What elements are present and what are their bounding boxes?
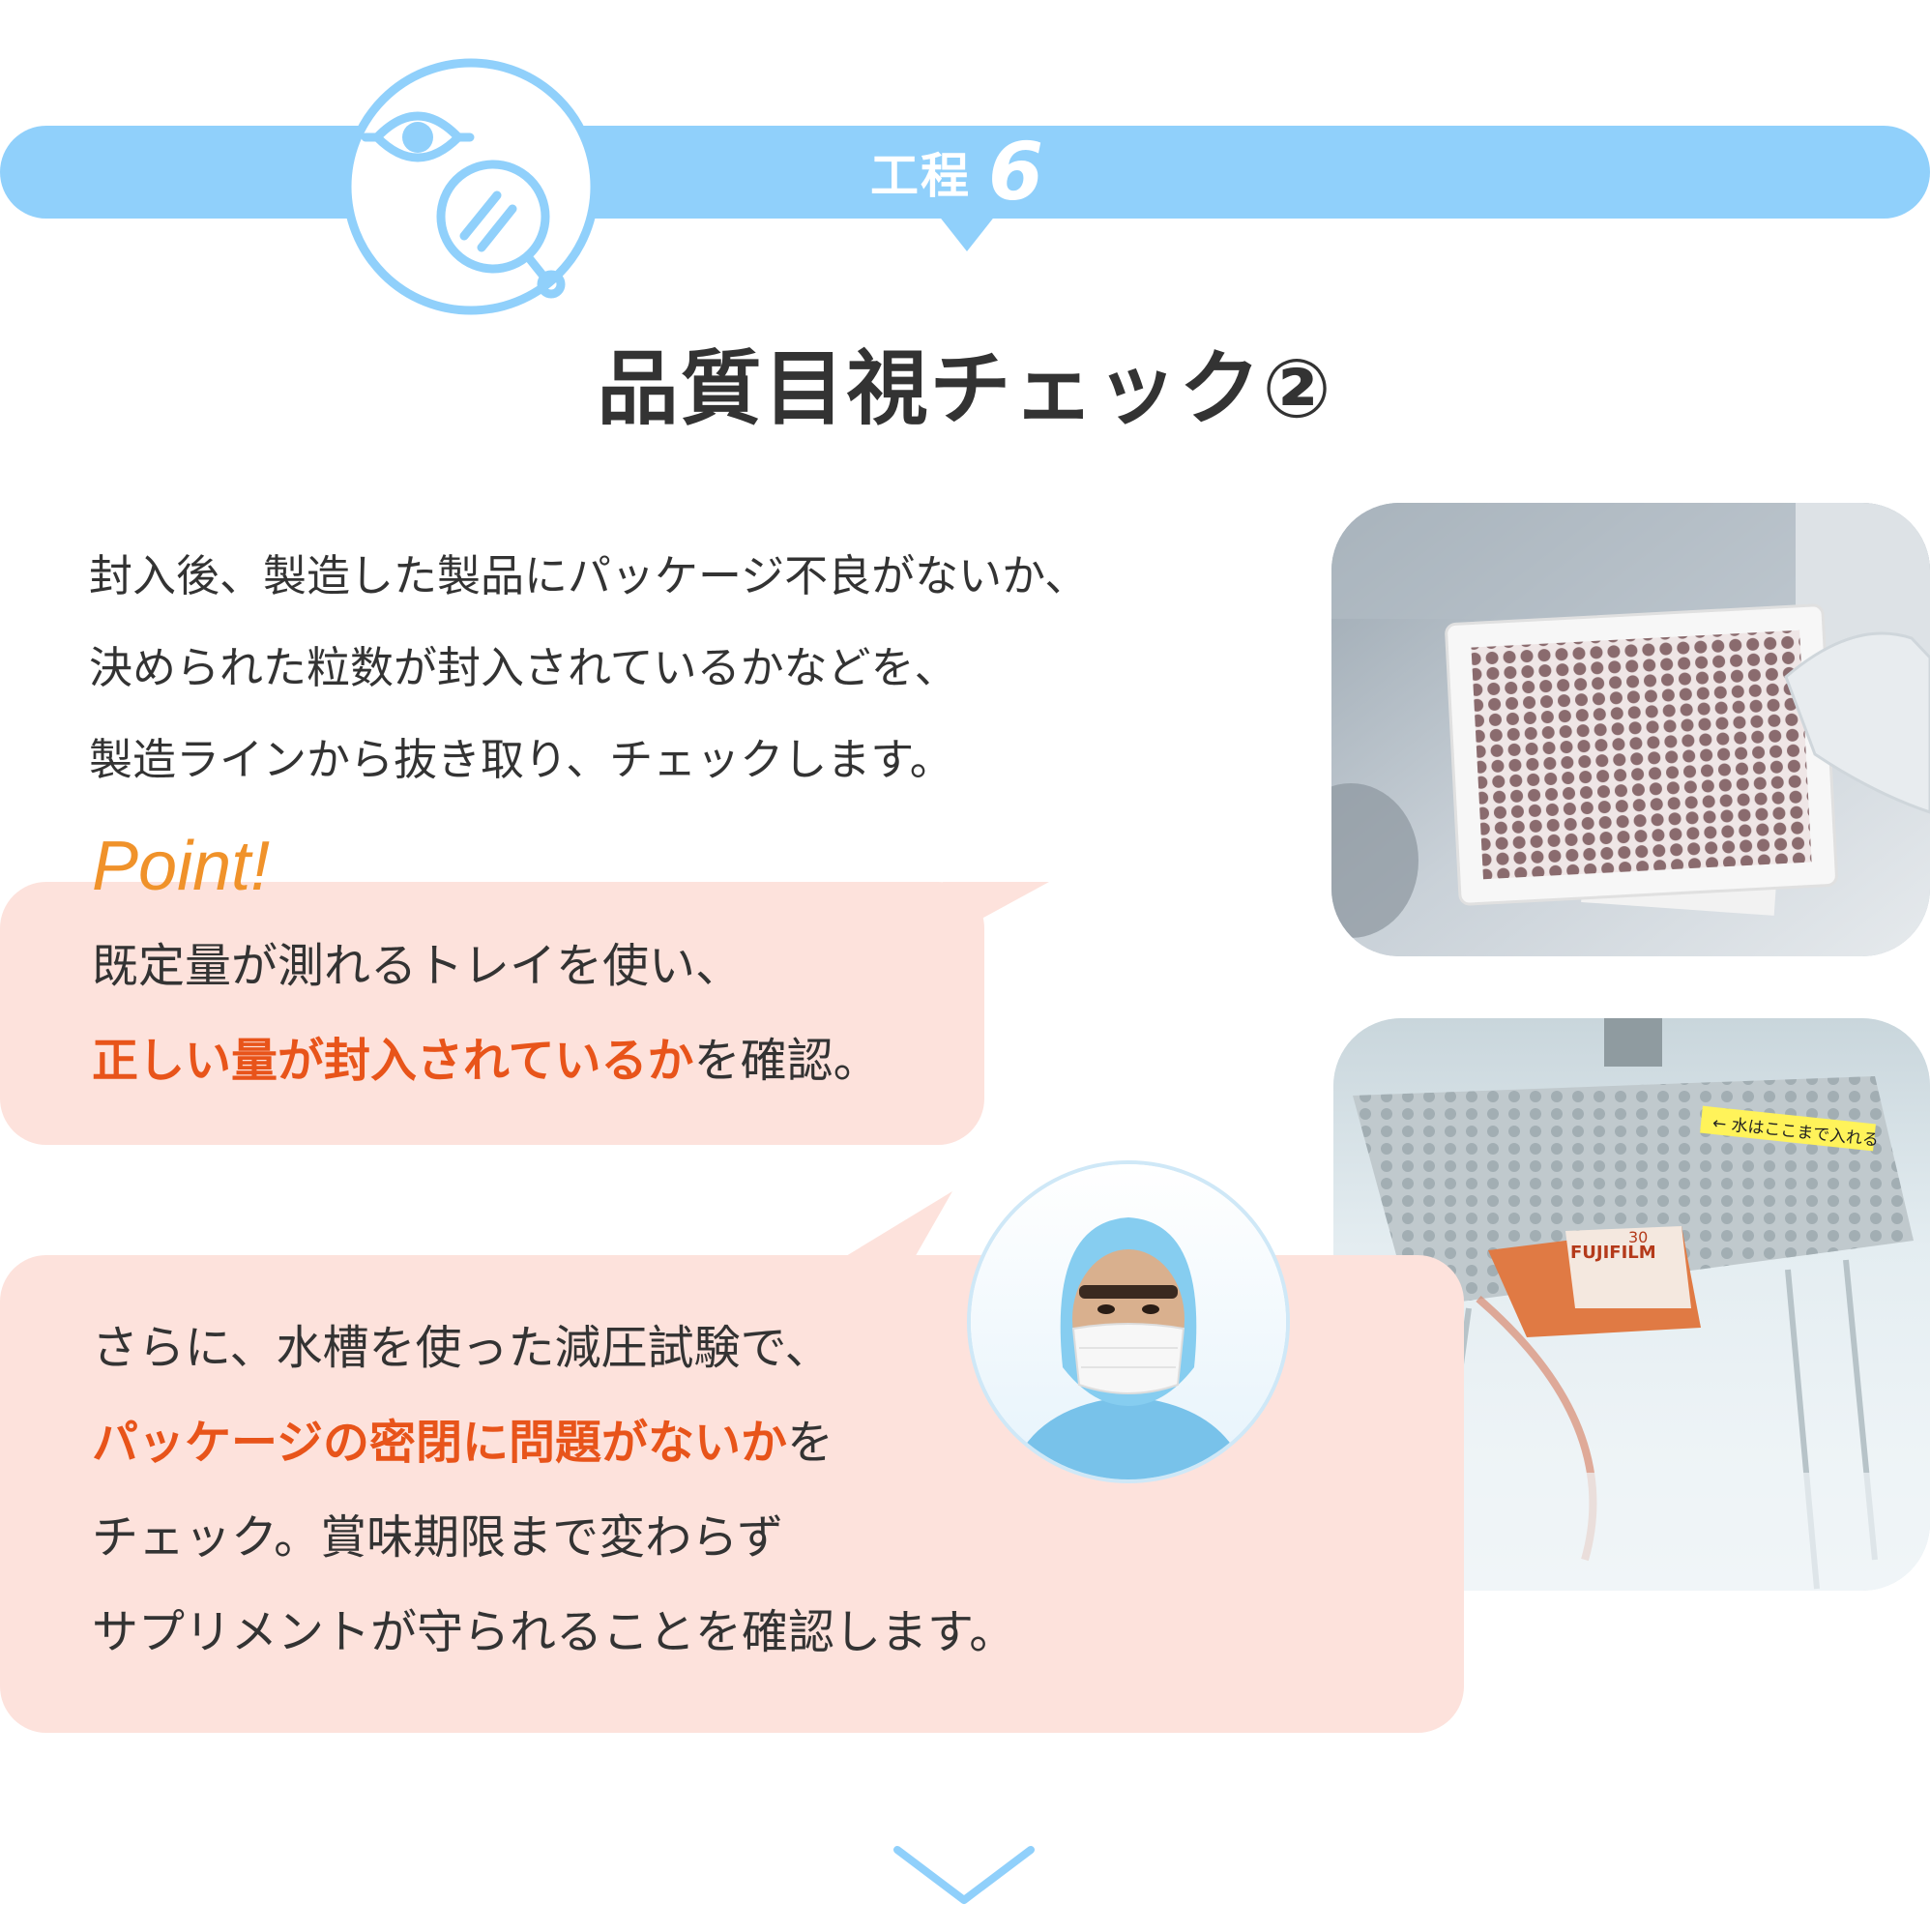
pouch-brand: FUJIFILM <box>1570 1243 1656 1263</box>
point-highlight: 正しい量が封入されているか <box>92 1034 694 1088</box>
detail-line: パッケージの密閉に問題がないかを <box>92 1395 1015 1490</box>
inspection-emblem <box>342 58 599 315</box>
step-number: 6 <box>988 126 1044 219</box>
point-text: 既定量が測れるトレイを使い、 正しい量が封入されているかを確認。 <box>92 919 880 1108</box>
point-line-rest: を確認。 <box>693 1034 880 1088</box>
step-word: 工程 <box>870 148 971 204</box>
detail-line-rest: を <box>787 1416 834 1470</box>
detail-text: さらに、水槽を使った減圧試験で、 パッケージの密閉に問題がないかを チェック。賞… <box>92 1301 1015 1680</box>
detail-line: さらに、水槽を使った減圧試験で、 <box>92 1321 832 1375</box>
worker-avatar <box>967 1160 1290 1483</box>
intro-text: 封入後、製造した製品にパッケージ不良がないか、 決められた粒数が封入されているか… <box>89 530 1278 805</box>
point-line: 正しい量が封入されているかを確認。 <box>92 1013 880 1108</box>
tray-photo <box>1331 503 1930 956</box>
pouch-count: 30 <box>1628 1228 1648 1246</box>
banner-notch <box>938 215 996 251</box>
bubble-tail <box>943 882 1049 940</box>
point-label: Point! <box>92 828 271 905</box>
chevron-down-icon[interactable] <box>892 1842 1037 1910</box>
point-bubble <box>0 882 984 1145</box>
intro-line: 製造ラインから抜き取り、チェックします。 <box>89 734 953 785</box>
step-banner <box>0 126 1930 219</box>
magnifier-icon <box>436 160 566 299</box>
intro-line: 封入後、製造した製品にパッケージ不良がないか、 <box>89 550 1089 601</box>
step-label: 工程 6 <box>870 127 1043 219</box>
detail-highlight: パッケージの密閉に問題がないか <box>92 1416 788 1470</box>
detail-line: チェック。賞味期限まで変わらず <box>92 1510 784 1565</box>
detail-line: サプリメントが守られることを確認します。 <box>92 1605 1016 1659</box>
eye-icon <box>361 111 475 162</box>
page-title: 品質目視チェック② <box>597 341 1333 436</box>
point-line: 既定量が測れるトレイを使い、 <box>92 939 743 993</box>
bubble-tail <box>841 1191 952 1259</box>
intro-line: 決められた粒数が封入されているかなどを、 <box>89 642 958 693</box>
